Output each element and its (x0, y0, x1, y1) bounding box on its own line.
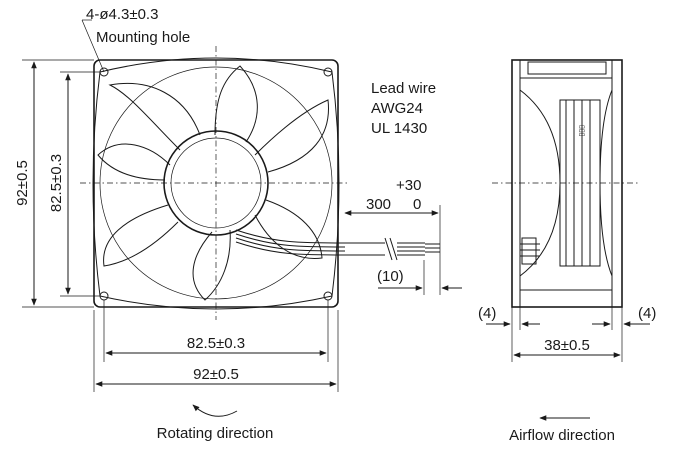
lead-wire-callout: Lead wire AWG24 UL 1430 +30 300 0 (10) (344, 80, 462, 295)
rotating-direction-arrow (192, 404, 238, 417)
front-view: 4-ø4.3±0.3 Mounting hole 92±0.5 82.5±0.3… (14, 6, 440, 442)
mounting-hole-top-right (323, 67, 333, 77)
side-left-offset: (4) (478, 305, 496, 322)
fan-blade (214, 65, 258, 143)
lead-wire-standard: UL 1430 (371, 120, 427, 137)
fan-blade (108, 82, 201, 151)
fan-blade (254, 99, 329, 173)
side-label-strip (527, 61, 607, 75)
side-frame-outline (511, 59, 623, 308)
side-view: ▯▯▯ (4) (4) 38±0.5 Airflow direction (478, 59, 656, 444)
lead-wire-label: Lead wire (371, 80, 436, 97)
height-outer-dimension: 92±0.5 (14, 160, 31, 206)
fan-blade (254, 199, 323, 259)
rotating-direction-label: Rotating direction (157, 425, 274, 442)
width-outer-dimension: 92±0.5 (193, 366, 239, 383)
side-right-offset: (4) (638, 305, 656, 322)
mounting-hole-leader (81, 19, 105, 73)
fan-blades (97, 65, 329, 301)
fan-blade (97, 143, 171, 181)
wire-exit-clip (521, 237, 537, 265)
lead-wire-gauge: AWG24 (371, 100, 423, 117)
height-inner-dimension: 82.5±0.3 (48, 154, 65, 212)
lead-length-tolerance-plus: +30 (396, 177, 421, 194)
airflow-direction-label: Airflow direction (509, 427, 615, 444)
lead-length-value: 300 (366, 196, 391, 213)
fan-blade (192, 229, 231, 301)
depth-dimension: 38±0.5 (544, 337, 590, 354)
fan-blade (103, 204, 179, 267)
motor-marking: ▯▯▯ (578, 125, 585, 137)
strip-length-dimension: (10) (377, 268, 404, 285)
mounting-hole-spec: 4-ø4.3±0.3 (86, 6, 158, 23)
mounting-hole-label: Mounting hole (96, 29, 190, 46)
width-inner-dimension: 82.5±0.3 (187, 335, 245, 352)
lead-wire-bundle (235, 229, 440, 261)
lead-length-tolerance-minus: 0 (413, 196, 421, 213)
